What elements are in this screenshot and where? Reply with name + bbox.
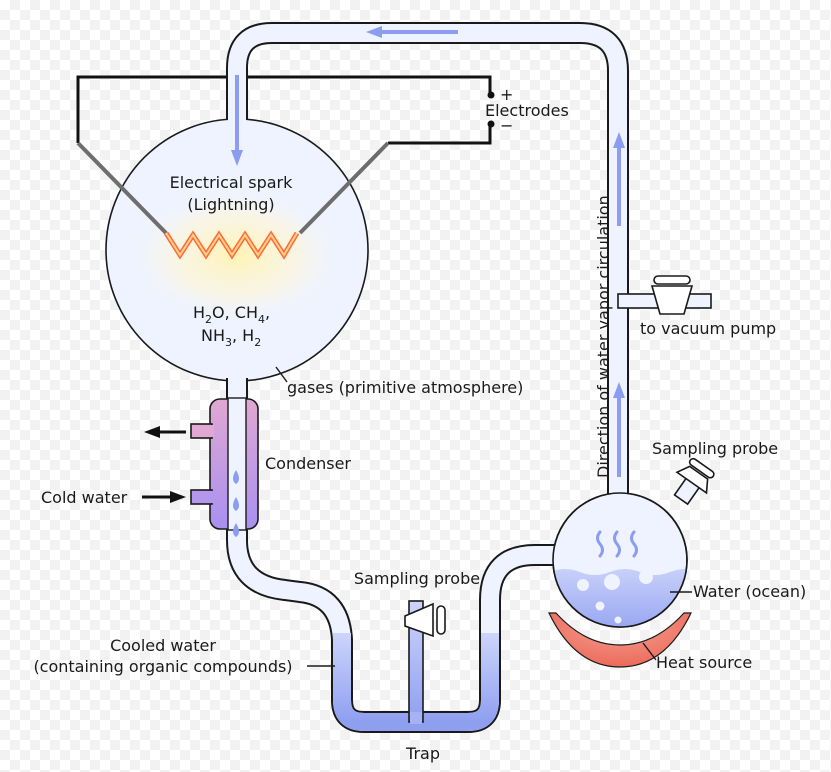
- label-electrode-positive: +: [500, 85, 513, 104]
- label-cold-water: Cold water: [41, 488, 128, 507]
- label-electrode-negative: −: [500, 116, 513, 135]
- label-cooled-water-line1: Cooled water: [110, 636, 216, 655]
- droplet-icon: [233, 523, 239, 537]
- flow-arrow-left: [366, 26, 458, 38]
- electrode-left: [76, 141, 168, 235]
- vacuum-branch: [617, 275, 712, 315]
- label-gases-line1: H2O, CH4,: [193, 303, 270, 326]
- trap-stopcock-icon[interactable]: [404, 602, 434, 638]
- label-spark-line1: Electrical spark: [170, 173, 294, 192]
- flask-sampling-probe[interactable]: [666, 455, 719, 509]
- label-spark-line2: (Lightning): [187, 195, 274, 214]
- leader-gases: [275, 366, 288, 383]
- flow-arrow-down: [231, 75, 243, 166]
- label-direction: Direction of water vapor circulation: [594, 195, 613, 478]
- trap-stopcock-handle[interactable]: [436, 605, 446, 635]
- condenser-tube: [226, 376, 557, 733]
- leader-heat: [642, 642, 657, 661]
- heat-source: [548, 612, 692, 668]
- terminal-negative: [487, 120, 495, 128]
- electrode-wires: [76, 75, 495, 145]
- flask-stopcock-icon[interactable]: [675, 462, 713, 495]
- vacuum-stopcock-icon[interactable]: [650, 285, 694, 315]
- label-sampling-probe-flask: Sampling probe: [652, 439, 778, 458]
- condenser: [190, 397, 259, 537]
- wire-negative: [388, 123, 492, 145]
- droplet-icon: [233, 470, 239, 484]
- electrode-right: [298, 141, 390, 235]
- label-heat-source: Heat source: [656, 653, 752, 672]
- flask-stopcock-handle[interactable]: [688, 457, 715, 479]
- label-water-ocean: Water (ocean): [693, 582, 806, 601]
- label-condenser: Condenser: [265, 454, 351, 473]
- flow-arrow-up-upper: [613, 132, 625, 226]
- label-gases-caption: gases (primitive atmosphere): [287, 378, 523, 397]
- spark-glow: [126, 185, 346, 325]
- wire-positive: [76, 75, 492, 143]
- label-gases-line2: NH3, H2: [201, 326, 261, 349]
- steam-icon: [596, 530, 638, 558]
- vacuum-stopcock-handle[interactable]: [653, 275, 691, 285]
- label-electrodes: Electrodes: [485, 101, 569, 120]
- label-sampling-probe-trap: Sampling probe: [354, 569, 480, 588]
- label-trap: Trap: [405, 744, 440, 763]
- trap-sampling-probe[interactable]: [404, 602, 446, 638]
- flow-arrow-up-lower: [613, 382, 625, 477]
- water-in-arrow: [142, 491, 186, 503]
- label-cooled-water-line2: (containing organic compounds): [33, 657, 292, 676]
- terminal-positive: [487, 91, 495, 99]
- top-tube: [226, 22, 629, 502]
- droplet-icon: [233, 497, 239, 511]
- label-vacuum-pump: to vacuum pump: [640, 319, 776, 338]
- boiling-flask: [548, 485, 688, 628]
- water-out-arrow: [144, 426, 186, 438]
